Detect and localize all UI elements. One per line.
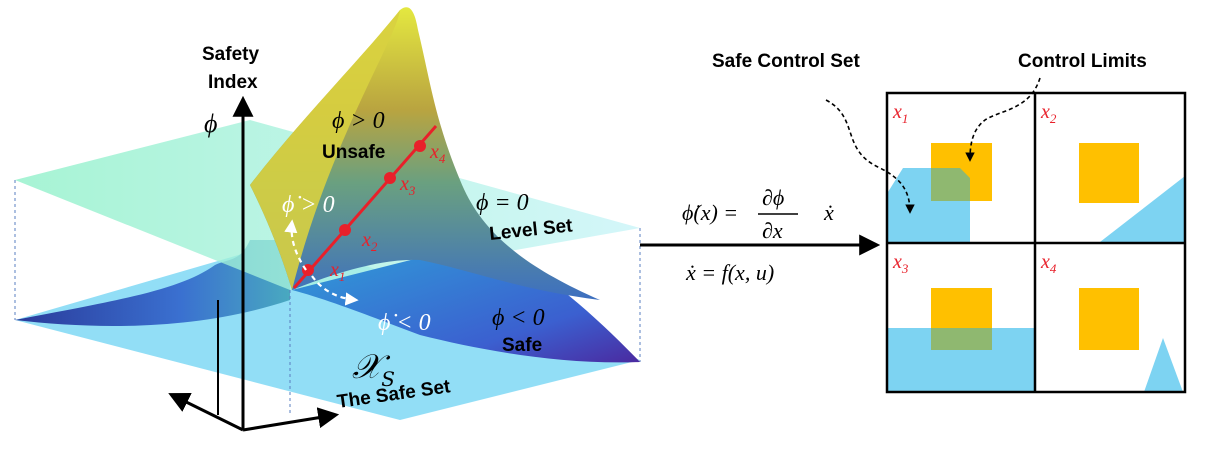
cell-label-x4: x4 (1040, 251, 1057, 276)
unsafe-condition: ϕ > 0 (332, 108, 385, 134)
cell-label-x1: x1 (892, 101, 908, 126)
point-label-x4: x4 (429, 141, 446, 166)
axis-symbol-phi: ϕ (204, 109, 217, 138)
safe-condition: ϕ < 0 (492, 305, 545, 331)
cell-label-x3: x3 (892, 251, 909, 276)
safe-control-region (1100, 176, 1185, 242)
control-cell-x4 (1079, 288, 1183, 392)
control-limits-label: Control Limits (1018, 51, 1147, 72)
phi-dot-negative: ϕ̇ < 0 (378, 310, 431, 336)
control-limits-pointer (965, 77, 1041, 162)
axis-title-index: Index (208, 72, 258, 93)
state-point-x3 (384, 172, 396, 184)
safe-control-set-pointer (825, 99, 915, 214)
control-cell-x1 (888, 143, 992, 242)
right-surface-lobe (292, 245, 640, 363)
control-limit-box (1079, 288, 1139, 350)
x-axis-right (242, 407, 340, 432)
point-label-x1: x1 (329, 259, 345, 284)
control-set-grid: x1 x2 x3 x4 (885, 91, 1187, 394)
state-point-x4 (414, 140, 426, 152)
axis-title-safety: Safety (202, 44, 259, 65)
equation-fraction-denominator: ∂x (762, 218, 783, 243)
equation-fraction-numerator: ∂ϕ (762, 185, 784, 210)
equation-lhs: ϕ̇(x) = (682, 200, 738, 225)
cell-label-x2: x2 (1040, 101, 1057, 126)
equation-rhs: ẋ (823, 200, 834, 225)
safe-label: Safe (502, 335, 542, 356)
state-point-x2 (339, 224, 351, 236)
point-label-x2: x2 (361, 229, 378, 254)
phi-dot-up-arrow (284, 219, 307, 271)
control-limit-box (1079, 143, 1139, 203)
overlap-region (931, 168, 970, 201)
safe-set-plane (15, 240, 640, 420)
point-label-x3: x3 (399, 173, 416, 198)
middle-equations: ϕ̇(x) = ∂ϕ ∂x ẋ ẋ = f(x, u) (640, 185, 881, 285)
unsafe-label: Unsafe (322, 142, 385, 163)
unsafe-surface (250, 7, 600, 300)
control-cell-x2 (1079, 143, 1185, 242)
control-cell-x3 (888, 288, 1034, 392)
dynamics-equation: ẋ = f(x, u) (685, 260, 774, 285)
level-condition: ϕ = 0 (476, 190, 529, 216)
safety-index-surface-illustration (14, 7, 641, 432)
x-axis-left (168, 393, 244, 432)
overlap-region (931, 328, 992, 350)
safe-control-set-label: Safe Control Set (712, 51, 860, 72)
left-surface-lobe (15, 240, 290, 326)
safe-control-region (1144, 338, 1183, 392)
level-boundary-line (292, 125, 438, 289)
phi-dot-positive: ϕ̇ > 0 (282, 192, 335, 218)
phi-dot-down-arrow (311, 275, 359, 306)
